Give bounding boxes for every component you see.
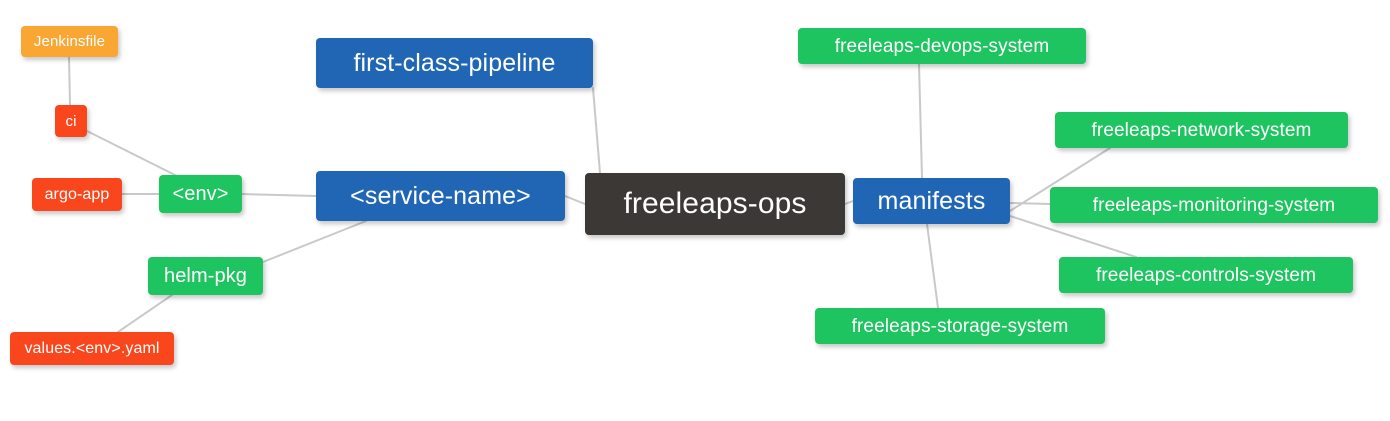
mindmap-node-env[interactable]: <env> (159, 175, 242, 213)
edge-helm-pkg-to-values-env-yaml (117, 294, 173, 333)
mindmap-node-freeleaps-monitoring-system[interactable]: freeleaps-monitoring-system (1050, 187, 1378, 223)
mindmap-node-freeleaps-storage-system[interactable]: freeleaps-storage-system (815, 308, 1105, 344)
mindmap-node-freeleaps-devops-system[interactable]: freeleaps-devops-system (798, 28, 1086, 64)
mindmap-node-values-env-yaml[interactable]: values.<env>.yaml (10, 332, 174, 365)
mindmap-node-first-class-pipeline[interactable]: first-class-pipeline (316, 38, 593, 88)
edge-manifests-to-freeleaps-controls-system (1009, 215, 1137, 258)
edge-freeleaps-ops-to-manifests (844, 200, 854, 205)
edge-service-name-to-helm-pkg (262, 220, 367, 263)
edge-env-to-ci (86, 130, 176, 176)
mindmap-node-argo-app[interactable]: argo-app (32, 178, 122, 211)
mindmap-node-ci[interactable]: ci (55, 105, 87, 137)
mindmap-node-helm-pkg[interactable]: helm-pkg (148, 257, 263, 295)
edge-ci-to-Jenkinsfile (68, 56, 71, 106)
edge-manifests-to-freeleaps-storage-system (926, 223, 939, 309)
edge-manifests-to-freeleaps-network-system (1009, 147, 1111, 212)
mindmap-node-freeleaps-network-system[interactable]: freeleaps-network-system (1055, 112, 1348, 148)
edge-service-name-to-env (241, 193, 317, 197)
mindmap-node-manifests[interactable]: manifests (853, 178, 1010, 224)
edge-freeleaps-ops-to-service-name (564, 195, 586, 205)
mindmap-node-freeleaps-controls-system[interactable]: freeleaps-controls-system (1059, 257, 1353, 293)
mindmap-node-Jenkinsfile[interactable]: Jenkinsfile (21, 26, 118, 57)
edge-freeleaps-ops-to-first-class-pipeline (592, 87, 601, 174)
mindmap-node-freeleaps-ops[interactable]: freeleaps-ops (585, 173, 845, 235)
edge-manifests-to-freeleaps-devops-system (918, 63, 923, 179)
edge-manifests-to-freeleaps-monitoring-system (1009, 202, 1051, 205)
mindmap-node-service-name[interactable]: <service-name> (316, 171, 565, 221)
